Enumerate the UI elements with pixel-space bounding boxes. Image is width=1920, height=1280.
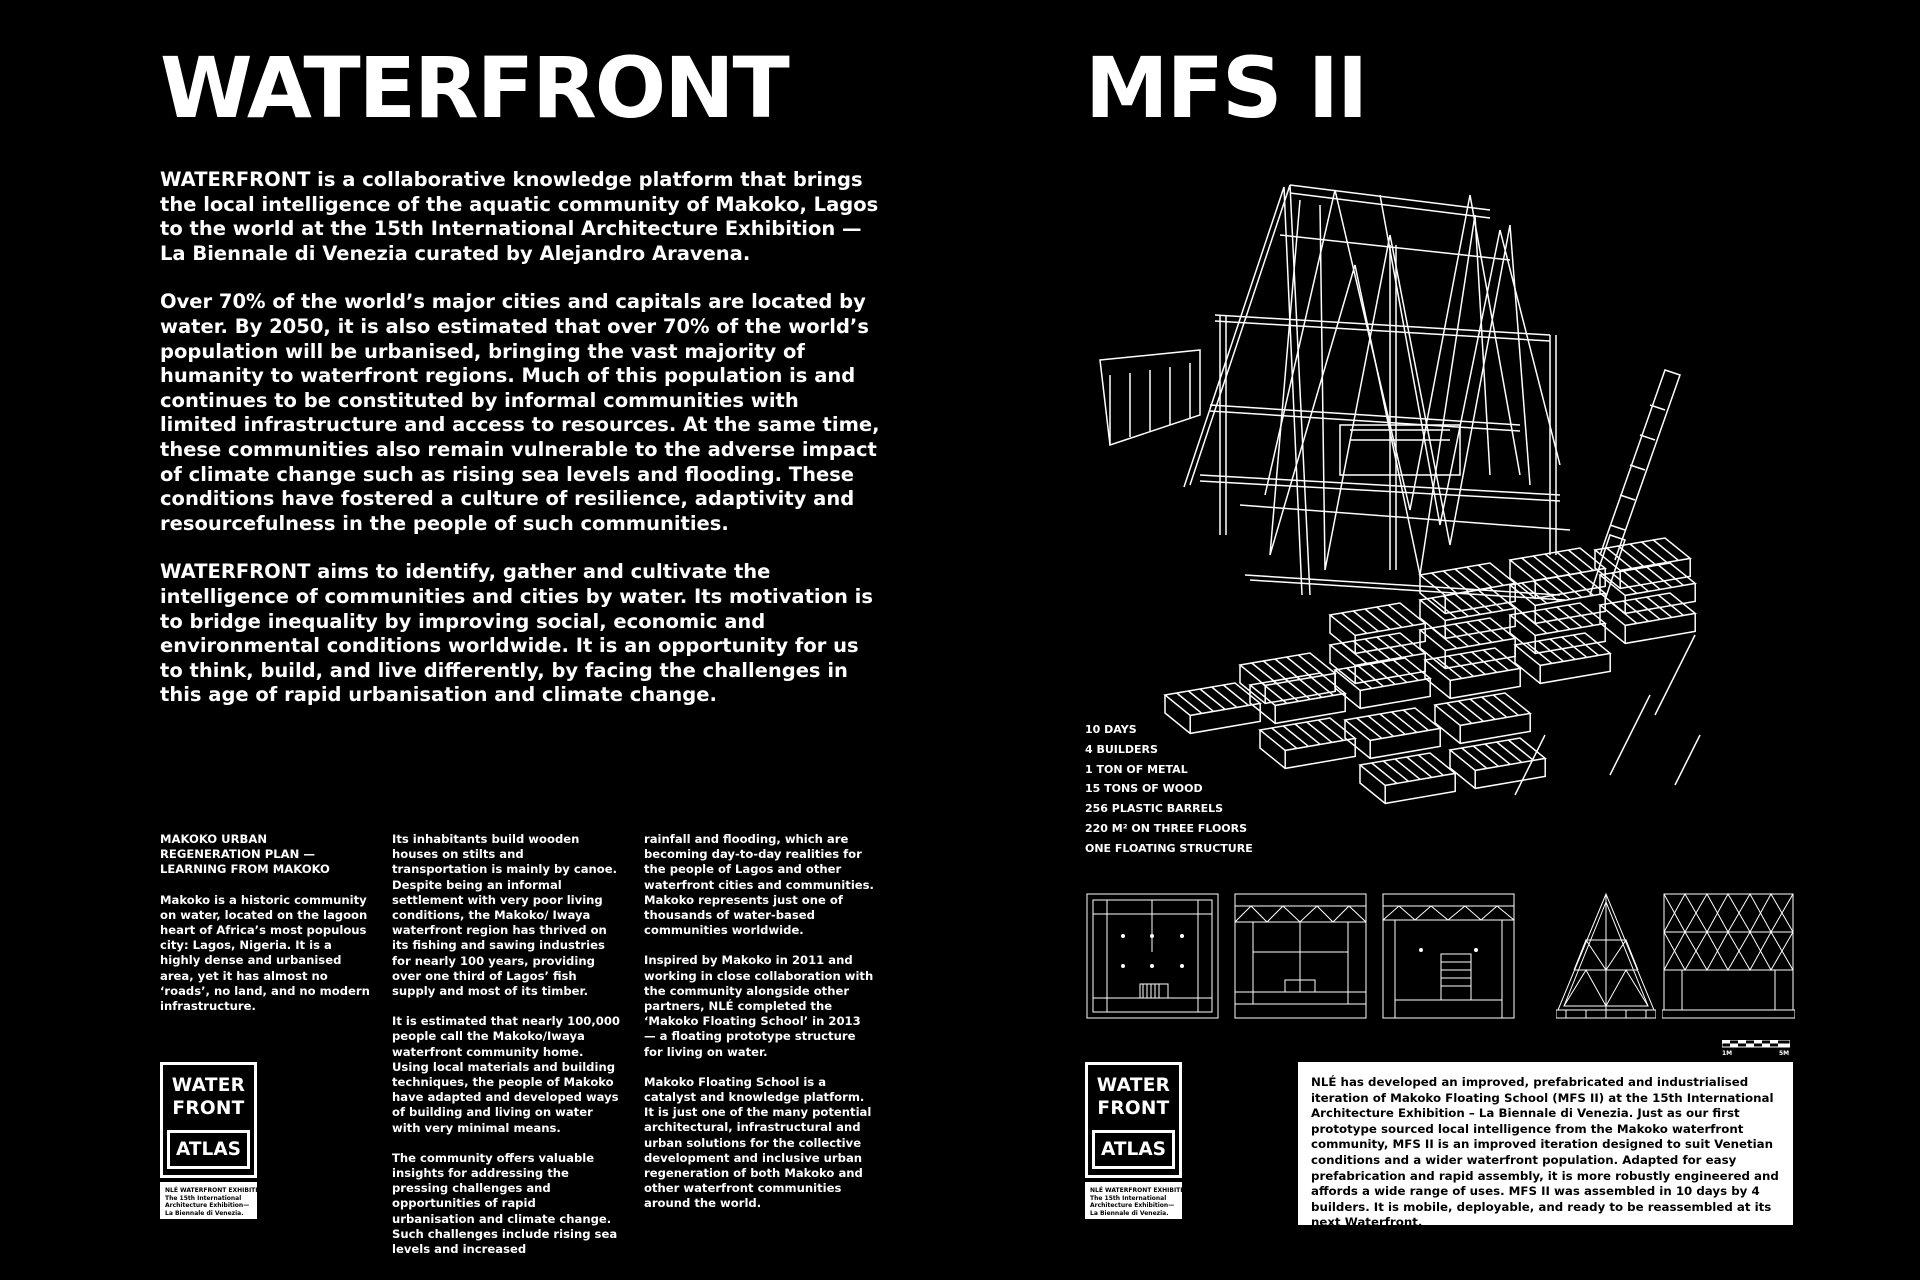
platform-module — [1450, 738, 1545, 788]
platform-module — [1420, 563, 1515, 613]
logo-caption: NLÉ WATERFRONT EXHIBITION The 15th Inter… — [160, 1182, 268, 1219]
text-column-3: rainfall and flooding, which are becomin… — [644, 832, 874, 1227]
intro-text: WATERFRONT is a collaborative knowledge … — [160, 168, 880, 732]
platform-module — [1345, 708, 1440, 758]
fact-item: 256 PLASTIC BARRELS — [1085, 802, 1224, 816]
floor-plan-2 — [1233, 892, 1368, 1020]
platform-module — [1165, 683, 1260, 733]
platform-module — [1360, 753, 1455, 803]
logo-word-water: WATER — [171, 1075, 246, 1096]
section-a-frame — [1556, 892, 1656, 1020]
scale-label-1m: 1M — [1722, 1050, 1733, 1057]
logo-caption-line: NLÉ WATERFRONT EXHIBITION — [1090, 1187, 1193, 1194]
logo-caption-line: La Biennale di Venezia. — [165, 1209, 244, 1217]
floor-plan-1 — [1085, 892, 1220, 1020]
fact-item: 4 BUILDERS — [1085, 742, 1158, 756]
logo-caption-line: NLÉ WATERFRONT EXHIBITION — [165, 1187, 268, 1194]
fact-item: 10 DAYS — [1085, 723, 1137, 736]
waterfront-atlas-logo: WATER FRONT ATLAS NLÉ WATERFRONT EXHIBIT… — [160, 1062, 268, 1219]
platform-module — [1420, 588, 1515, 638]
logo-caption-line: La Biennale di Venezia. — [1090, 1209, 1169, 1217]
column-3-paragraph-2: Inspired by Makoko in 2011 and working i… — [644, 953, 874, 1059]
fact-item: ONE FLOATING STRUCTURE — [1085, 841, 1253, 855]
mfs-description-box: NLÉ has developed an improved, prefabric… — [1298, 1062, 1793, 1229]
intro-paragraph-2: Over 70% of the world’s major cities and… — [160, 290, 880, 535]
a-frame-structure — [1184, 185, 1570, 600]
fact-item: 220 M² ON THREE FLOORS — [1085, 821, 1248, 835]
logo-caption-line: Architecture Exhibition— — [165, 1202, 250, 1209]
logo-word-atlas: ATLAS — [167, 1130, 250, 1169]
logo-frame: WATER FRONT ATLAS — [1085, 1062, 1182, 1178]
exploded-axonometric-drawing — [1090, 175, 1790, 855]
platform-module — [1330, 633, 1425, 683]
elevation-drawing — [1662, 892, 1795, 1020]
platform-module — [1600, 593, 1695, 643]
waterfront-title: WATERFRONT — [160, 39, 790, 137]
platform-module — [1595, 538, 1690, 588]
text-column-2: Its inhabitants build wooden houses on s… — [392, 832, 622, 1272]
mfs-facts-list: 10 DAYS 4 BUILDERS 1 TON OF METAL 15 TON… — [1085, 720, 1253, 859]
column-3-paragraph-3: Makoko Floating School is a catalyst and… — [644, 1074, 872, 1211]
staircase — [1590, 370, 1680, 600]
intro-paragraph-3: WATERFRONT aims to identify, gather and … — [160, 560, 873, 707]
floor-plan-3 — [1381, 892, 1516, 1020]
makoko-plan-heading: MAKOKO URBAN REGENERATION PLAN — LEARNIN… — [160, 832, 330, 877]
logo-caption: NLÉ WATERFRONT EXHIBITION The 15th Inter… — [1085, 1182, 1193, 1219]
text-column-1: MAKOKO URBAN REGENERATION PLAN — LEARNIN… — [160, 832, 370, 1029]
platform-module — [1250, 673, 1345, 723]
platform-module — [1515, 633, 1610, 683]
makoko-intro-text: Makoko is a historic community on water,… — [160, 892, 370, 1014]
fact-item: 1 TON OF METAL — [1085, 762, 1188, 776]
logo-frame: WATER FRONT ATLAS — [160, 1062, 257, 1178]
logo-word-atlas: ATLAS — [1092, 1130, 1175, 1169]
logo-word-water: WATER — [1096, 1075, 1171, 1096]
logo-word-front: FRONT — [172, 1098, 245, 1119]
intro-paragraph-1: WATERFRONT is a collaborative knowledge … — [160, 168, 879, 265]
column-2-paragraph-1: Its inhabitants build wooden houses on s… — [392, 832, 618, 999]
platform-module — [1335, 658, 1430, 708]
platform-module — [1510, 603, 1605, 653]
platform-module — [1435, 693, 1530, 743]
column-3-paragraph-1: rainfall and flooding, which are becomin… — [644, 832, 874, 938]
waterfront-atlas-logo-right: WATER FRONT ATLAS NLÉ WATERFRONT EXHIBIT… — [1085, 1062, 1193, 1219]
side-module — [1100, 350, 1200, 445]
fact-item: 15 TONS OF WOOD — [1085, 782, 1203, 796]
floating-platform — [1165, 538, 1695, 803]
logo-word-front: FRONT — [1097, 1098, 1170, 1119]
scale-label-5m: 5M — [1779, 1050, 1790, 1057]
column-2-paragraph-2: It is estimated that nearly 100,000 peop… — [392, 1014, 620, 1135]
mfs-title: MFS II — [1085, 39, 1368, 137]
platform-module — [1260, 718, 1355, 768]
logo-caption-line: The 15th International — [165, 1194, 242, 1202]
logo-caption-line: Architecture Exhibition— — [1090, 1202, 1175, 1209]
logo-caption-line: The 15th International — [1090, 1194, 1167, 1202]
platform-module — [1510, 548, 1605, 598]
scale-bar — [1722, 1040, 1790, 1048]
platform-module — [1425, 648, 1520, 698]
column-2-paragraph-3: The community offers valuable insights f… — [392, 1150, 618, 1257]
